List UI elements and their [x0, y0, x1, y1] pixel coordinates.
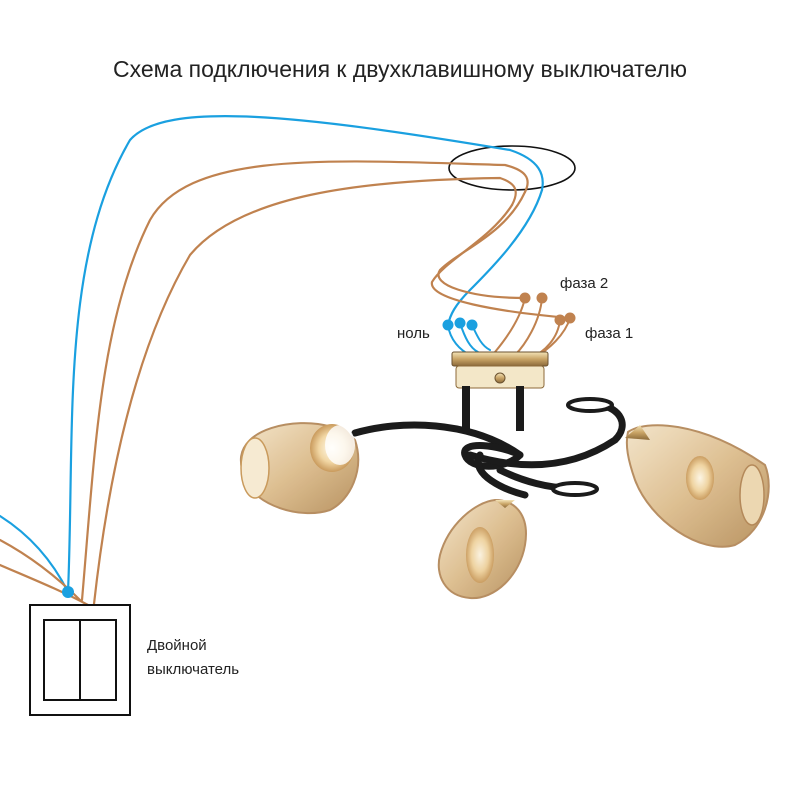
label-neutral: ноль	[397, 325, 430, 342]
phase-wire-down-1	[437, 190, 527, 300]
switch-neutral-terminal	[62, 586, 74, 598]
switch-key-right	[79, 619, 117, 701]
neutral-wire-up	[66, 115, 544, 594]
neutral-wire-left	[0, 514, 70, 594]
middle-shade	[437, 498, 527, 600]
wires-switch-to-ceiling	[66, 115, 544, 606]
neutral-terminals	[442, 317, 478, 331]
phase-wire-down-2	[430, 203, 572, 320]
ceiling-junction	[448, 145, 576, 191]
switch-key-left	[43, 619, 81, 701]
right-shade	[625, 424, 770, 548]
neutral-wire-down	[446, 188, 544, 327]
phase-wire-up-1	[80, 160, 529, 602]
arm-rings	[551, 397, 614, 497]
switch-label: Двойной выключатель	[147, 634, 239, 682]
switch-label-line2: выключатель	[147, 661, 240, 678]
diagram-title: Схема подключения к двухклавишному выклю…	[112, 56, 688, 82]
double-switch	[29, 586, 131, 716]
phase-wire-left-2	[0, 563, 90, 607]
wires-ceiling-to-terminals	[430, 188, 572, 327]
fixture-canopy	[451, 351, 549, 431]
phase1-terminals	[554, 312, 576, 326]
fixture-wires	[447, 297, 571, 359]
phase-wire-up-2	[92, 176, 517, 606]
left-shade	[239, 422, 360, 515]
wires-to-switch	[0, 514, 90, 607]
label-phase-1: фаза 1	[585, 325, 634, 342]
switch-label-line1: Двойной	[147, 637, 207, 654]
label-phase-2: фаза 2	[560, 275, 609, 292]
phase2-terminals	[519, 292, 548, 304]
